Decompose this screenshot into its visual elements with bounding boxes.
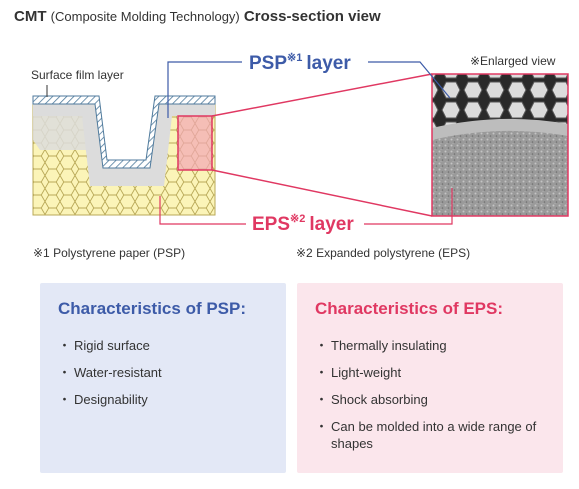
eps-characteristics-card: Characteristics of EPS: Thermally insula… [297, 283, 563, 473]
eps-card-heading: Characteristics of EPS: [315, 299, 504, 318]
zoom-connector-bottom [211, 169, 433, 217]
title-tail: Cross-section view [243, 8, 381, 25]
eps-leader-right [364, 188, 453, 225]
surface-film-label: Surface film layer [31, 68, 124, 82]
page-title: CMT (Composite Molding Technology) Cross… [14, 8, 381, 25]
psp-leader-left [167, 61, 242, 118]
eps-label-text: EPS [252, 214, 290, 235]
psp-layer-label: PSP※1 layer [249, 52, 351, 74]
title-subtitle: (Composite Molding Technology) [50, 9, 240, 24]
eps-item: Light-weight [315, 364, 545, 381]
psp-label-text: PSP [249, 53, 287, 74]
psp-characteristics-list: Rigid surface Water-resistant Designabil… [58, 337, 268, 408]
footnote-eps: ※2 Expanded polystyrene (EPS) [296, 246, 471, 260]
highlight-region [177, 115, 213, 171]
psp-label-sup: ※1 [287, 52, 302, 64]
eps-layer-label: EPS※2 layer [252, 213, 354, 235]
zoom-connector-top [211, 73, 433, 117]
eps-item: Shock absorbing [315, 391, 545, 408]
eps-label-sup: ※2 [290, 213, 305, 225]
cross-section-diagram: Surface film layer PSP※1 layer EPS※2 layer… [31, 52, 569, 235]
surface-film [32, 95, 216, 169]
psp-layer [33, 104, 215, 186]
psp-label-layer: layer [306, 53, 351, 74]
title-main: CMT [14, 8, 47, 25]
footnote-psp: ※1 Polystyrene paper (PSP) [33, 246, 186, 260]
psp-item: Rigid surface [58, 337, 268, 354]
psp-item: Water-resistant [58, 364, 268, 381]
enlarged-micrograph [432, 74, 568, 216]
eps-leader-left [159, 196, 246, 225]
eps-characteristics-list: Thermally insulating Light-weight Shock … [315, 337, 545, 452]
eps-item: Thermally insulating [315, 337, 545, 354]
eps-label-layer: layer [309, 214, 354, 235]
eps-item: Can be molded into a wide range of shape… [315, 418, 545, 452]
enlarged-view-label: ※Enlarged view [470, 54, 556, 68]
enlarged-view-frame [431, 73, 569, 217]
psp-leader-right [368, 61, 451, 99]
psp-layer-inner [33, 116, 88, 150]
psp-item: Designability [58, 391, 268, 408]
psp-card-heading: Characteristics of PSP: [58, 299, 247, 318]
psp-characteristics-card: Characteristics of PSP: Rigid surface Wa… [40, 283, 286, 473]
